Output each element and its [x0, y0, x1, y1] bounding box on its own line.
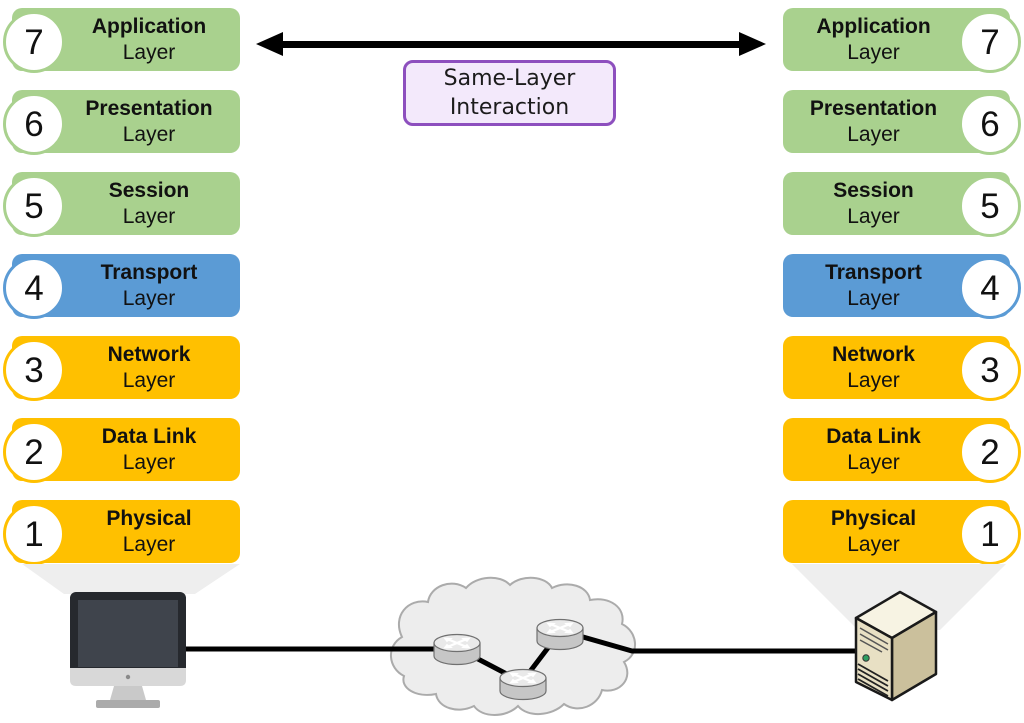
layer-number-badge-6-right: 6 [959, 93, 1021, 155]
router-icon [434, 635, 480, 665]
layer-number-badge-1-right: 1 [959, 503, 1021, 565]
layer-sublabel: Layer [847, 205, 900, 228]
cloud-network-icon [390, 576, 636, 716]
layer-name: Application [91, 15, 207, 38]
arrow-right-head-icon [739, 32, 766, 56]
layer-sublabel: Layer [847, 369, 900, 392]
router-icon [500, 670, 546, 700]
layer-number-badge-2-right: 2 [959, 421, 1021, 483]
layer-sublabel: Layer [122, 369, 176, 392]
layer-name: Network [107, 343, 191, 366]
layer-name: Transport [100, 261, 198, 284]
layer-name: Presentation [809, 97, 938, 120]
layer-name: Data Link [826, 425, 921, 448]
layer-sublabel: Layer [122, 123, 176, 146]
layer-name: Physical [106, 507, 192, 530]
layer-name: Physical [830, 507, 917, 530]
left-funnel [22, 564, 240, 594]
layer-number-badge-3-left: 3 [3, 339, 65, 401]
layer-name: Data Link [101, 425, 197, 448]
layer-name: Session [108, 179, 190, 202]
layer-sublabel: Layer [847, 41, 900, 64]
layer-number-badge-7-left: 7 [3, 11, 65, 73]
layer-number-badge-4-left: 4 [3, 257, 65, 319]
same-layer-interaction-label: Same-Layer Interaction [403, 60, 616, 126]
layer-number-badge-6-left: 6 [3, 93, 65, 155]
interaction-label-line2: Interaction [449, 95, 570, 120]
layer-number-badge-5-right: 5 [959, 175, 1021, 237]
layer-name: Transport [825, 261, 922, 284]
layer-number-badge-7-right: 7 [959, 11, 1021, 73]
desktop-computer-icon [70, 592, 186, 708]
layer-number-badge-2-left: 2 [3, 421, 65, 483]
layer-number-badge-3-right: 3 [959, 339, 1021, 401]
layer-sublabel: Layer [847, 123, 900, 146]
router-icon [537, 620, 583, 650]
link-router2-to-server [561, 628, 860, 654]
layer-name: Network [832, 343, 915, 366]
layer-name: Presentation [85, 97, 213, 120]
layer-number-badge-5-left: 5 [3, 175, 65, 237]
interaction-label-line1: Same-Layer [443, 66, 576, 91]
layer-sublabel: Layer [847, 287, 900, 310]
server-tower-icon [854, 590, 938, 702]
layer-sublabel: Layer [122, 287, 176, 310]
same-layer-arrow [278, 41, 742, 48]
arrow-left-head-icon [256, 32, 283, 56]
layer-number-badge-4-right: 4 [959, 257, 1021, 319]
network-artwork [22, 564, 1006, 716]
layer-name: Session [833, 179, 914, 202]
layer-sublabel: Layer [122, 451, 176, 474]
layer-sublabel: Layer [122, 41, 176, 64]
layer-sublabel: Layer [847, 451, 900, 474]
layer-number-badge-1-left: 1 [3, 503, 65, 565]
layer-sublabel: Layer [122, 533, 176, 556]
layer-sublabel: Layer [847, 533, 900, 556]
layer-sublabel: Layer [122, 205, 176, 228]
layer-name: Application [816, 15, 931, 38]
